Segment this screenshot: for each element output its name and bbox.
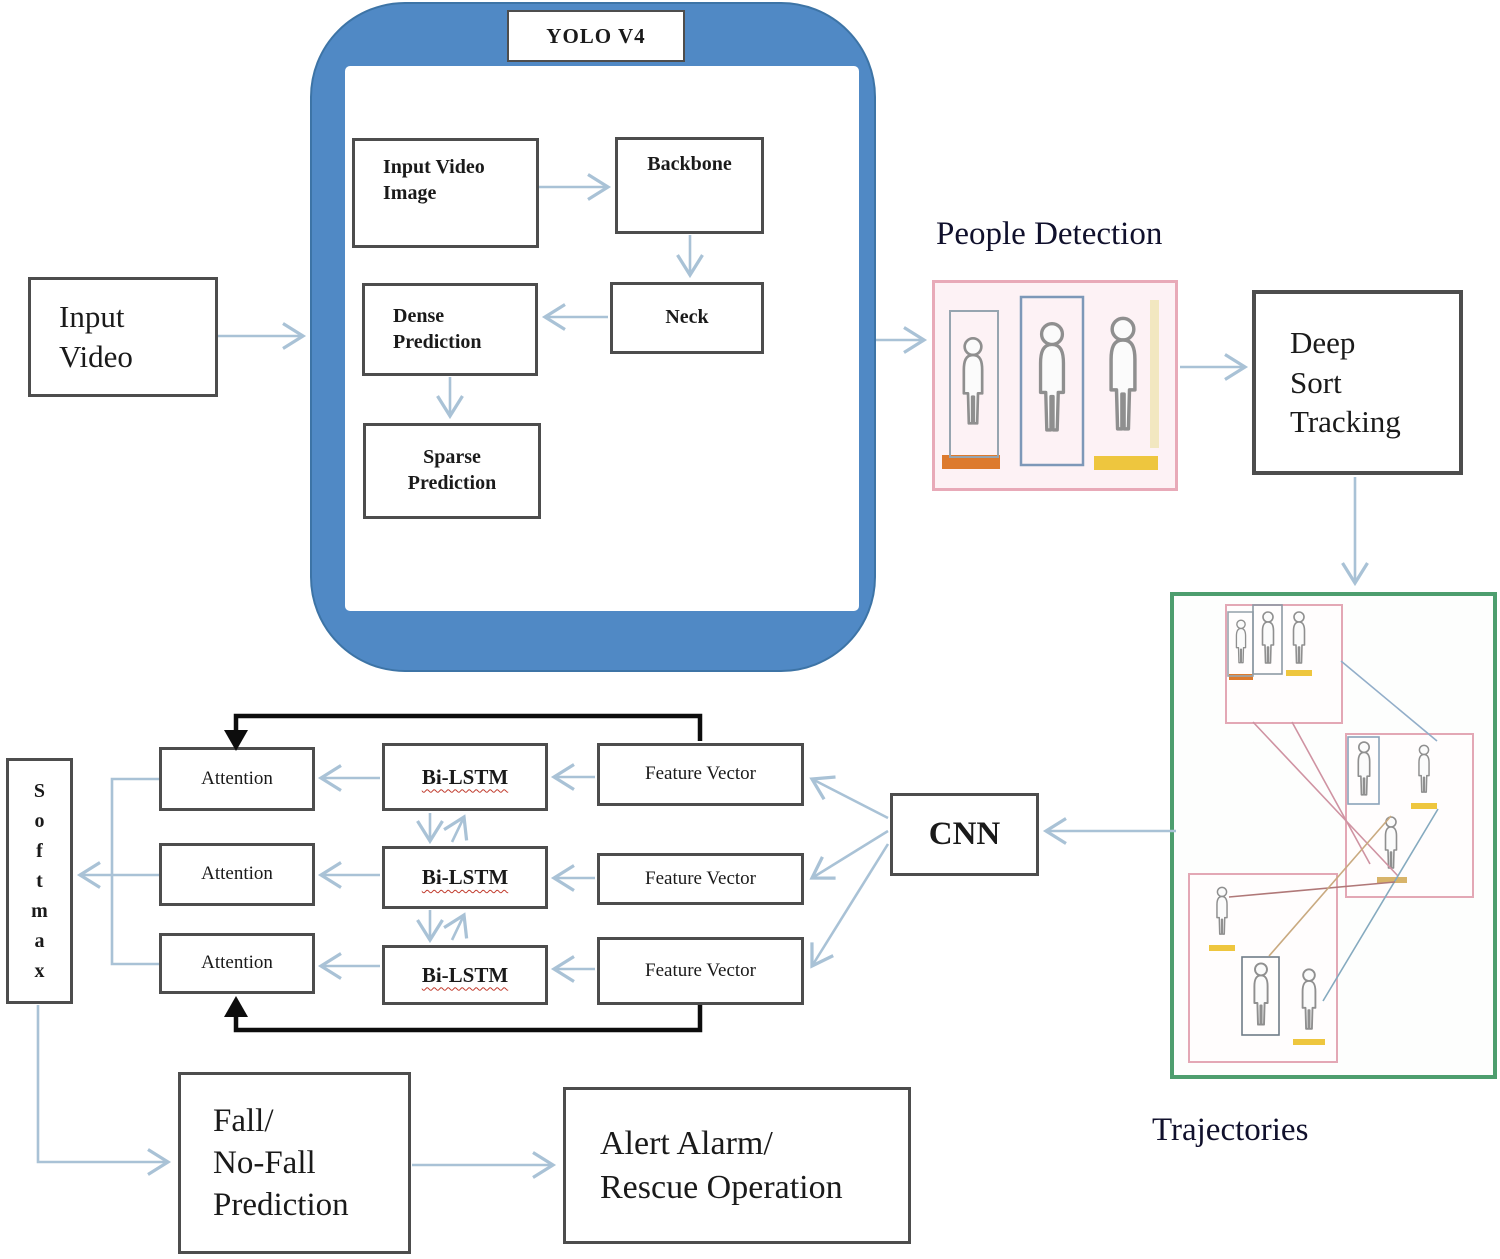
trajectories-label: Trajectories xyxy=(1152,1112,1309,1148)
trajectory-frame-1 xyxy=(1225,604,1343,724)
input-video-box: Input Video xyxy=(28,277,218,397)
dense-prediction-label: Dense Prediction xyxy=(393,304,482,353)
neck-box: Neck xyxy=(610,282,764,354)
backbone-label: Backbone xyxy=(647,153,732,175)
feature-vector-box-2: Feature Vector xyxy=(597,853,804,905)
people-detection-label: People Detection xyxy=(936,216,1163,252)
attention-box-3: Attention xyxy=(159,933,315,994)
deep-sort-box: Deep Sort Tracking xyxy=(1252,290,1463,475)
softmax-label: S o f t m a x xyxy=(31,780,48,982)
attention-label: Attention xyxy=(201,863,273,885)
neck-label: Neck xyxy=(665,306,709,329)
feature-vector-label: Feature Vector xyxy=(645,959,756,981)
sparse-prediction-box: Sparse Prediction xyxy=(363,423,541,519)
backbone-box: Backbone xyxy=(615,137,764,234)
attention-label: Attention xyxy=(201,767,273,789)
deep-sort-label: Deep Sort Tracking xyxy=(1290,324,1401,440)
trajectory-frame-3 xyxy=(1188,873,1338,1063)
alert-alarm-box: Alert Alarm/ Rescue Operation xyxy=(563,1087,911,1244)
yolo-title-box: YOLO V4 xyxy=(507,10,685,62)
feature-vector-label: Feature Vector xyxy=(645,763,756,785)
attention-box-1: Attention xyxy=(159,747,315,811)
cnn-label: CNN xyxy=(928,816,1001,853)
bilstm-box-2: Bi-LSTM xyxy=(382,846,548,909)
bilstm-label: Bi-LSTM xyxy=(421,962,509,987)
input-video-label: Input Video xyxy=(59,299,133,374)
bilstm-label: Bi-LSTM xyxy=(421,865,509,890)
dense-prediction-box: Dense Prediction xyxy=(362,283,538,376)
alert-alarm-label: Alert Alarm/ Rescue Operation xyxy=(600,1124,843,1206)
fall-prediction-label: Fall/ No-Fall Prediction xyxy=(213,1102,349,1224)
feature-vector-label: Feature Vector xyxy=(645,867,756,889)
bilstm-label: Bi-LSTM xyxy=(421,764,509,789)
sparse-prediction-label: Sparse Prediction xyxy=(407,446,497,494)
feature-vector-box-1: Feature Vector xyxy=(597,743,804,806)
attention-box-2: Attention xyxy=(159,843,315,906)
bilstm-box-3: Bi-LSTM xyxy=(382,945,548,1005)
fall-prediction-box: Fall/ No-Fall Prediction xyxy=(178,1072,411,1254)
input-video-image-box: Input Video Image xyxy=(352,138,539,248)
cnn-box: CNN xyxy=(890,793,1039,876)
people-detection-image xyxy=(932,280,1178,491)
softmax-box: S o f t m a x xyxy=(6,758,73,1004)
trajectory-frame-2 xyxy=(1345,733,1474,898)
bilstm-box-1: Bi-LSTM xyxy=(382,743,548,811)
attention-label: Attention xyxy=(201,952,273,974)
input-video-image-label: Input Video Image xyxy=(383,156,485,204)
yolo-title: YOLO V4 xyxy=(546,23,646,48)
feature-vector-box-3: Feature Vector xyxy=(597,937,804,1005)
